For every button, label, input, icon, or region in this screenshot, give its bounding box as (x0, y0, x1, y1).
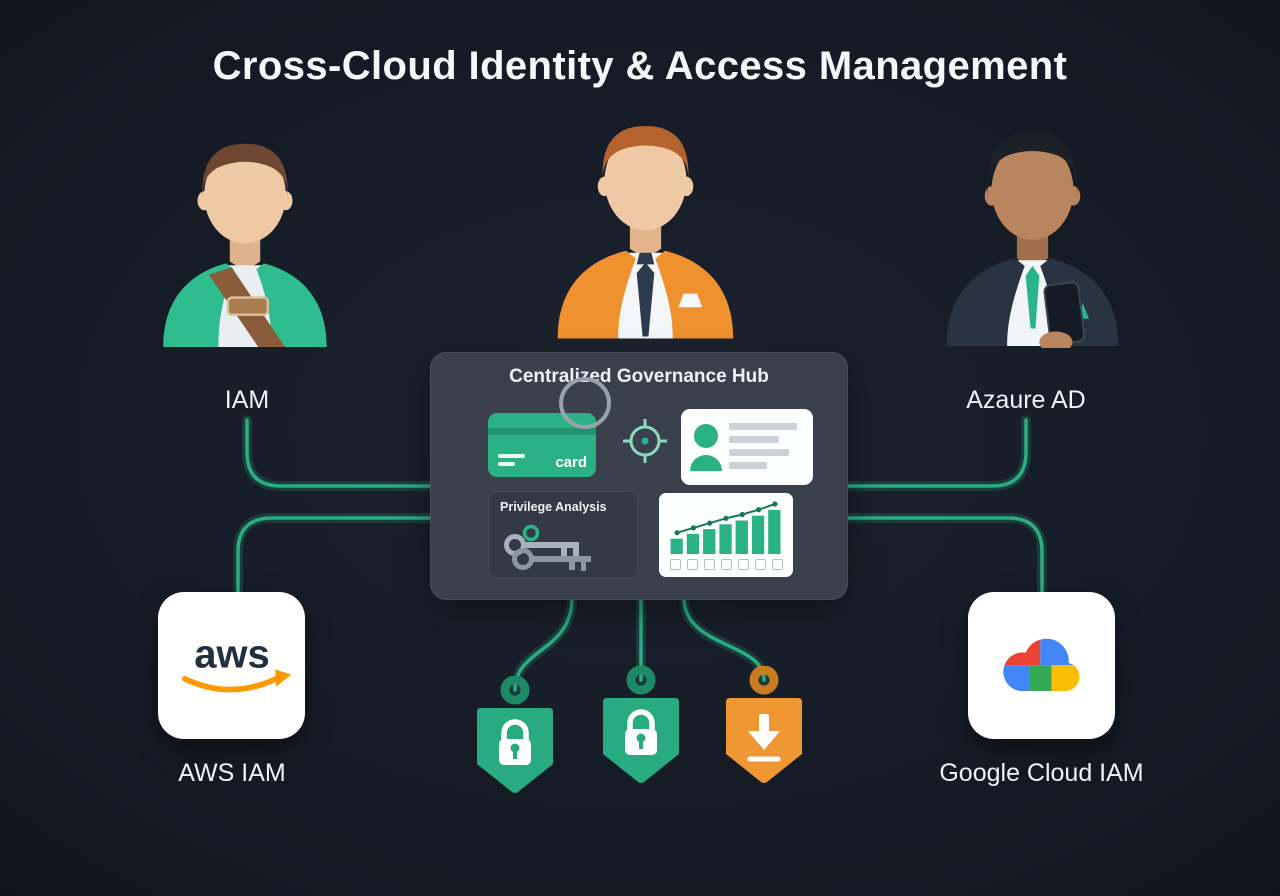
coin-circle-icon (559, 377, 611, 429)
card-stripe (488, 428, 596, 435)
crosshair-icon (623, 419, 667, 463)
card-text: card (555, 454, 587, 471)
mini-chart-panel (659, 493, 793, 577)
keys-icon (504, 524, 591, 571)
lock-shield-icon (598, 665, 684, 796)
aws-tile: aws (158, 592, 305, 739)
lock-shield-icon (472, 675, 558, 806)
privilege-analysis-panel: Privilege Analysis (488, 491, 638, 579)
access-card-icon: card (488, 413, 596, 477)
card-line (498, 454, 525, 458)
download-shield-icon (721, 665, 807, 796)
hub-title: Centralized Governance Hub (509, 366, 769, 387)
google-cloud-tile (968, 592, 1115, 739)
card-line (498, 462, 515, 466)
mini-bar-chart (669, 498, 783, 554)
aws-logo-text: aws (194, 632, 270, 676)
id-badge-graphic (690, 423, 797, 471)
id-badge-icon (681, 409, 813, 485)
avatar-admin-user (548, 104, 743, 339)
avatar-iam-user (150, 118, 340, 348)
label-google-cloud-iam: Google Cloud IAM (939, 759, 1144, 787)
google-cloud-logo (1002, 638, 1080, 691)
checkbox-row (670, 559, 783, 570)
person-illustration (946, 131, 1119, 353)
privilege-analysis-label: Privilege Analysis (500, 500, 607, 514)
label-iam: IAM (224, 386, 270, 414)
person-illustration (163, 143, 327, 347)
governance-hub-panel: Centralized Governance Hub card (430, 352, 848, 600)
page-title: Cross-Cloud Identity & Access Management (212, 44, 1068, 88)
person-illustration (557, 125, 734, 339)
label-azure-ad: Azaure AD (966, 386, 1086, 414)
label-aws-iam: AWS IAM (178, 759, 286, 787)
aws-logo: aws (181, 632, 291, 692)
avatar-azure-user (935, 110, 1130, 353)
